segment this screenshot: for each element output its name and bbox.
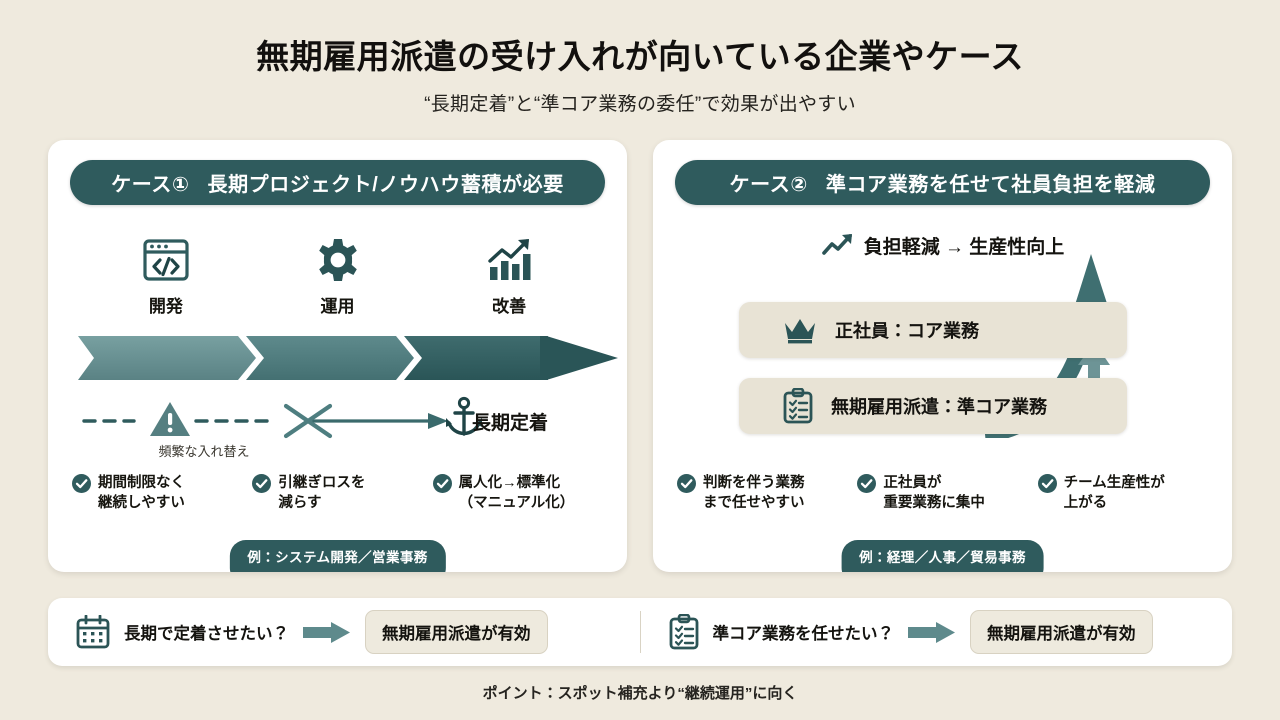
role-core-text: 正社員：コア業務 (835, 320, 979, 341)
check-circle-icon (677, 473, 696, 493)
summary-question: 長期で定着させたい？ (124, 625, 289, 643)
case1-stage-list: 開発 運用 (80, 234, 595, 317)
role-card-core: 正社員：コア業務 (739, 301, 1127, 358)
process-flow-arrow (78, 335, 618, 380)
case1-header-pill: ケース① 長期プロジェクト/ノウハウ蓄積が必要 (70, 159, 605, 205)
stage-improvement-label: 改善 (492, 296, 527, 316)
summary-question: 準コア業務を任せたい？ (712, 625, 895, 643)
list-item: 判断を伴う業務 まで任せやすい (677, 473, 847, 513)
list-item: 正社員が 重要業務に集中 (857, 473, 1027, 513)
benefit-text: 引継ぎロスを 減らす (278, 474, 366, 511)
case2-example-badge: 例：経理／人事／貿易事務 (841, 539, 1044, 572)
bar-chart-up-icon (423, 234, 595, 286)
stage-improvement: 改善 (423, 234, 595, 317)
warning-triangle-icon (148, 398, 192, 440)
cases-container: ケース① 長期プロジェクト/ノウハウ蓄積が必要 (0, 116, 1280, 572)
clipboard-check-icon (669, 614, 699, 650)
check-circle-icon (1037, 473, 1057, 493)
case1-title: 長期プロジェクト/ノウハウ蓄積が必要 (207, 173, 564, 196)
benefit-text: 期間制限なく 継続しやすい (98, 474, 185, 511)
summary-item-long-term: 長期で定着させたい？ 無期雇用派遣が有効 (48, 598, 640, 666)
gain-text: 負担軽減 → 生産性向上 (863, 236, 1065, 258)
page-title: 無期雇用派遣の受け入れが向いている企業やケース (256, 38, 1024, 75)
code-window-icon (80, 234, 252, 286)
stage-development-label: 開発 (148, 296, 183, 316)
case2-gain-row: 負担軽減 → 生産性向上 (653, 232, 1232, 259)
arrow-right-icon (908, 621, 956, 643)
arrow-right-icon (303, 621, 351, 643)
case1-example-badge: 例：システム開発／営業事務 (229, 539, 446, 572)
stage-operation-label: 運用 (320, 296, 355, 316)
trend-up-icon (821, 232, 855, 258)
page-subtitle: “長期定着”と“準コア業務の委任”で効果が出やすい (424, 93, 856, 115)
footer-note: ポイント：スポット補充より“継続運用”に向く (482, 685, 798, 702)
summary-item-semi-core: 準コア業務を任せたい？ 無期雇用派遣が有効 (641, 598, 1233, 666)
list-item: 属人化→標準化 （マニュアル化） (432, 473, 603, 513)
case1-turnover-row: 頻繁な入れ替え 長期定着 (76, 396, 621, 460)
stage-operation: 運用 (252, 234, 424, 317)
stage-development: 開発 (80, 234, 252, 317)
case1-panel: ケース① 長期プロジェクト/ノウハウ蓄積が必要 (48, 139, 627, 572)
case2-benefit-list: 判断を伴う業務 まで任せやすい 正社員が 重要業務に集中 チーム生産性が 上がる (677, 473, 1208, 513)
summary-strip: 長期で定着させたい？ 無期雇用派遣が有効 準コア業務を任せたい？ (48, 598, 1232, 666)
check-circle-icon (252, 473, 272, 493)
summary-result-chip: 無期雇用派遣が有効 (970, 610, 1153, 654)
check-circle-icon (72, 473, 91, 493)
summary-result-chip: 無期雇用派遣が有効 (365, 610, 548, 654)
crown-icon (783, 316, 817, 344)
anchor-icon (444, 396, 484, 442)
check-circle-icon (432, 473, 452, 493)
case2-panel: ケース② 準コア業務を任せて社員負担を軽減 負担軽減 → 生産性向上 (653, 139, 1232, 572)
gear-icon (252, 234, 424, 286)
role-semi-core-text: 無期雇用派遣：準コア業務 (831, 396, 1047, 417)
benefit-text: 属人化→標準化 （マニュアル化） (458, 474, 575, 511)
calendar-icon (76, 615, 110, 649)
long-term-retention-label: 長期定着 (472, 412, 549, 434)
list-item: チーム生産性が 上がる (1037, 473, 1208, 513)
strip-divider (639, 611, 641, 653)
benefit-text: 判断を伴う業務 まで任せやすい (703, 474, 805, 511)
case1-number: ケース① (111, 173, 190, 196)
benefit-text: チーム生産性が 上がる (1063, 474, 1165, 511)
case2-title: 準コア業務を任せて社員負担を軽減 (825, 173, 1156, 196)
case2-number: ケース② (729, 173, 808, 196)
turnover-caption: 頻繁な入れ替え (158, 443, 250, 459)
list-item: 引継ぎロスを 減らす (252, 473, 422, 513)
check-circle-icon (857, 473, 877, 493)
case1-benefit-list: 期間制限なく 継続しやすい 引継ぎロスを 減らす 属人化→標準化 （マニュアル化… (72, 473, 603, 513)
list-item: 期間制限なく 継続しやすい (72, 473, 242, 513)
role-card-semi-core: 無期雇用派遣：準コア業務 (739, 377, 1127, 434)
case2-header-pill: ケース② 準コア業務を任せて社員負担を軽減 (675, 159, 1210, 205)
benefit-text: 正社員が 重要業務に集中 (883, 474, 985, 511)
clipboard-check-icon (783, 387, 813, 424)
